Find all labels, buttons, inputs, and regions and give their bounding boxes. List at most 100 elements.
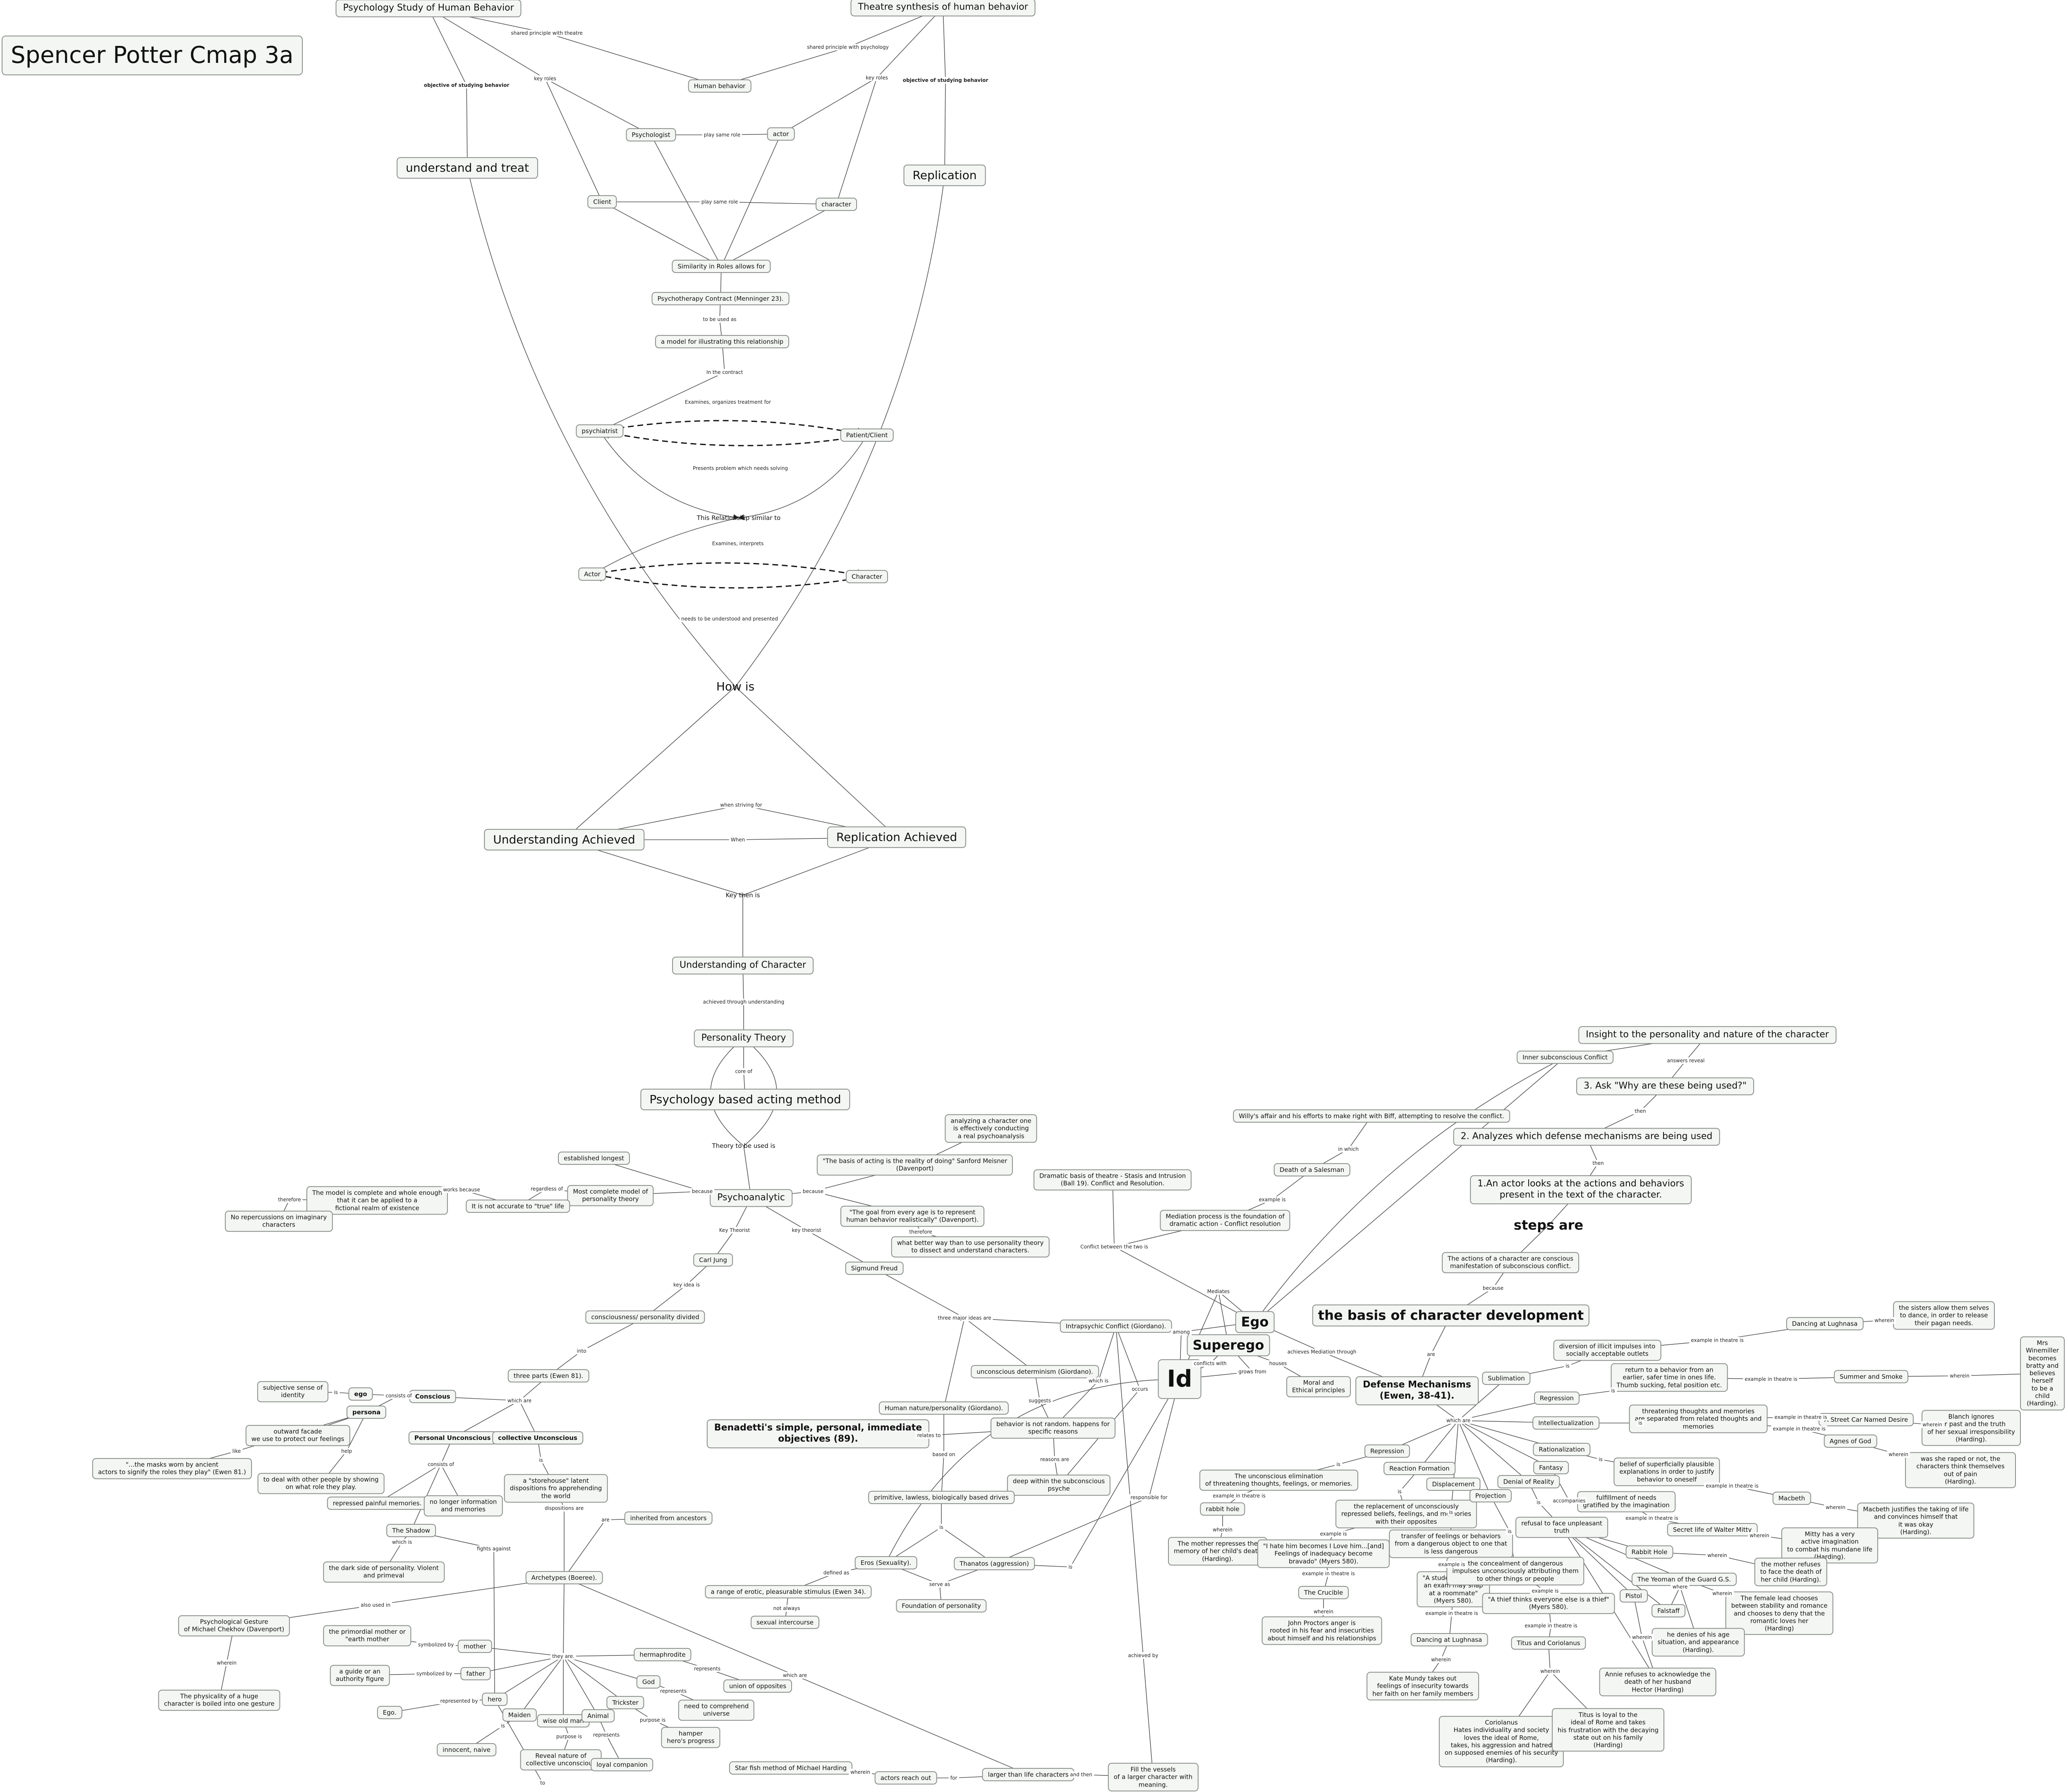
concept-replication[interactable]: Replication <box>903 164 986 187</box>
concept-intrapsychic[interactable]: Intrapsychic Conflict (Giordano). <box>1060 1319 1172 1333</box>
concept-key-then[interactable]: Key then is <box>725 891 760 899</box>
concept-erotic[interactable]: a range of erotic, pleasurable stimulus … <box>705 1585 872 1599</box>
concept-projection[interactable]: Projection <box>1469 1489 1512 1503</box>
concept-actions-char[interactable]: The actions of a character are conscious… <box>1442 1252 1579 1273</box>
concept-loyal[interactable]: loyal companion <box>591 1758 653 1772</box>
concept-ego-ex[interactable]: Ego. <box>377 1706 402 1720</box>
concept-blanch[interactable]: Blanch ignores her past and the truth of… <box>1921 1410 2021 1446</box>
concept-rabbit-hole2[interactable]: Rabbit Hole <box>1625 1545 1673 1559</box>
concept-reveal[interactable]: Reveal nature of collective unconscious <box>520 1749 602 1770</box>
concept-primordial[interactable]: the primordial mother or "earth mother <box>323 1625 412 1646</box>
concept-collective-unc[interactable]: collective Unconscious <box>492 1431 583 1445</box>
concept-titus[interactable]: Titus and Coriolanus <box>1511 1636 1586 1650</box>
concept-basis-acting[interactable]: "The basis of acting is the reality of d… <box>816 1154 1013 1176</box>
concept-transfer[interactable]: transfer of feelings or behaviors from a… <box>1389 1529 1513 1558</box>
concept-mother-represses[interactable]: The mother represses the memory of her c… <box>1168 1537 1267 1566</box>
concept-dark-side[interactable]: the dark side of personality. Violent an… <box>323 1561 445 1583</box>
concept-animal[interactable]: Animal <box>582 1709 615 1723</box>
concept-mother-refuses[interactable]: the mother refuses to face the death of … <box>1754 1557 1828 1586</box>
concept-guide[interactable]: a guide or an authority figure <box>330 1665 390 1686</box>
concept-actor2[interactable]: Actor <box>578 567 606 581</box>
concept-understand-treat[interactable]: understand and treat <box>397 157 538 179</box>
concept-insight[interactable]: Insight to the personality and nature of… <box>1578 1026 1836 1044</box>
concept-psychologist[interactable]: Psychologist <box>626 128 676 142</box>
concept-hermaphrodite[interactable]: hermaphrodite <box>634 1648 692 1662</box>
concept-subjective[interactable]: subjective sense of identity <box>257 1381 329 1402</box>
concept-annie[interactable]: Annie refuses to acknowledge the death o… <box>1599 1667 1716 1696</box>
concept-secret-life[interactable]: Secret life of Walter Mitty <box>1667 1523 1758 1537</box>
concept-moral[interactable]: Moral and Ethical principles <box>1286 1376 1351 1397</box>
concept-foundation[interactable]: Foundation of personality <box>896 1599 987 1613</box>
concept-psychoanalytic[interactable]: Psychoanalytic <box>710 1189 792 1207</box>
concept-goal-acting[interactable]: "The goal from every age is to represent… <box>840 1205 985 1227</box>
concept-hero[interactable]: hero <box>482 1692 507 1706</box>
concept-no-longer[interactable]: no longer information and memories <box>424 1495 503 1516</box>
concept-carl-jung[interactable]: Carl Jung <box>693 1253 733 1267</box>
concept-refusal[interactable]: refusal to face unpleasant truth <box>1515 1516 1608 1538</box>
concept-john-proctor[interactable]: John Proctors anger is rooted in his fea… <box>1261 1616 1382 1645</box>
concept-outward[interactable]: outward facade we use to protect our fee… <box>245 1425 350 1446</box>
concept-comprehend[interactable]: need to comprehend universe <box>678 1699 755 1721</box>
concept-threatening[interactable]: threatening thoughts and memories are se… <box>1629 1404 1768 1433</box>
concept-steps-are[interactable]: steps are <box>1513 1217 1584 1233</box>
concept-human-behavior[interactable]: Human behavior <box>688 79 752 93</box>
concept-larger[interactable]: larger than life characters <box>982 1768 1075 1782</box>
concept-summer-smoke[interactable]: Summer and Smoke <box>1833 1370 1909 1384</box>
concept-repression[interactable]: Repression <box>1364 1444 1410 1458</box>
concept-maiden[interactable]: Maiden <box>502 1708 537 1722</box>
concept-psych[interactable]: Psychology Study of Human Behavior <box>335 0 522 17</box>
concept-archetypes[interactable]: Archetypes (Boeree). <box>525 1571 603 1585</box>
concept-how-is[interactable]: How is <box>716 679 755 693</box>
concept-superego[interactable]: Superego <box>1187 1334 1270 1356</box>
concept-union[interactable]: union of opposites <box>723 1679 792 1693</box>
concept-intellectualization[interactable]: Intellectualization <box>1532 1416 1599 1430</box>
concept-defense[interactable]: Defense Mechanisms (Ewen, 38-41). <box>1355 1376 1479 1405</box>
concept-god[interactable]: God <box>636 1675 661 1689</box>
concept-pistol[interactable]: Pistol <box>1620 1589 1648 1603</box>
concept-coriolanus[interactable]: Coriolanus Hates individuality and socie… <box>1439 1716 1564 1767</box>
concept-shadow[interactable]: The Shadow <box>386 1524 436 1538</box>
concept-ego[interactable]: Ego <box>1235 1311 1275 1333</box>
concept-analyzing[interactable]: analyzing a character one is effectively… <box>945 1114 1037 1143</box>
concept-personality-theory[interactable]: Personality Theory <box>694 1029 794 1047</box>
concept-character2[interactable]: Character <box>845 570 888 584</box>
concept-understanding-char[interactable]: Understanding of Character <box>672 956 814 975</box>
concept-sisters[interactable]: the sisters allow them selves to dance, … <box>1893 1301 1995 1330</box>
concept-inherited[interactable]: inherited from ancestors <box>624 1511 713 1525</box>
concept-personal-unc[interactable]: Personal Unconscious <box>408 1431 497 1445</box>
concept-was-raped[interactable]: was she raped or not, the characters thi… <box>1905 1452 2016 1488</box>
concept-mrs-winemiller[interactable]: Mrs Winemiller becomes bratty and believ… <box>2020 1336 2065 1411</box>
concept-conscious-divided[interactable]: consciousness/ personality divided <box>585 1310 705 1324</box>
concept-step2[interactable]: 2. Analyzes which defense mechanisms are… <box>1453 1128 1720 1146</box>
concept-no-reper[interactable]: No repercussions on imaginary characters <box>225 1210 333 1232</box>
concept-falstaff[interactable]: Falstaff <box>1652 1604 1685 1618</box>
concept-sexual[interactable]: sexual intercourse <box>750 1615 820 1629</box>
concept-psych-based[interactable]: Psychology based acting method <box>640 1088 850 1111</box>
concept-established[interactable]: established longest <box>558 1151 630 1165</box>
concept-titus-loyal[interactable]: Titus is loyal to the ideal of Rome and … <box>1551 1708 1665 1752</box>
concept-fulfillment[interactable]: fulfillment of needs gratified by the im… <box>1577 1491 1675 1512</box>
concept-dancing-lugh1[interactable]: Dancing at Lughnasa <box>1786 1317 1864 1331</box>
concept-mediation[interactable]: Mediation process is the foundation of d… <box>1160 1210 1290 1231</box>
concept-psychiatrist[interactable]: psychiatrist <box>576 424 624 438</box>
concept-not-accurate[interactable]: It is not accurate to "true" life <box>466 1199 570 1213</box>
concept-return-to[interactable]: return to a behavior from an earlier, sa… <box>1611 1363 1728 1392</box>
concept-understanding[interactable]: Understanding Achieved <box>484 829 644 851</box>
concept-crucible[interactable]: The Crucible <box>1298 1586 1349 1600</box>
concept-rabbit-hole1[interactable]: rabbit hole <box>1200 1502 1245 1516</box>
concept-hate-him[interactable]: "I hate him becomes I Love him...[and] F… <box>1257 1539 1390 1568</box>
concept-patient[interactable]: Patient/Client <box>840 428 894 442</box>
concept-model[interactable]: a model for illustrating this relationsh… <box>655 335 790 349</box>
concept-unconscious-det[interactable]: unconscious determinism (Giordano). <box>971 1365 1099 1379</box>
concept-thief[interactable]: "A thief thinks everyone else is a thief… <box>1482 1593 1615 1614</box>
concept-unconscious-elim[interactable]: The unconscious elimination of threateni… <box>1199 1469 1359 1491</box>
concept-gesture[interactable]: Psychological Gesture of Michael Chekhov… <box>178 1615 290 1636</box>
concept-streetcar[interactable]: A Street Car Named Desire <box>1818 1413 1914 1427</box>
concept-not-random[interactable]: behavior is not random. happens for spec… <box>990 1417 1116 1439</box>
concept-masks[interactable]: "...the masks worn by ancient actors to … <box>92 1458 252 1479</box>
concept-what-better[interactable]: what better way than to use personality … <box>891 1236 1050 1258</box>
concept-dramatic[interactable]: Dramatic basis of theatre - Stasis and I… <box>1033 1169 1192 1191</box>
concept-actors-reach[interactable]: actors reach out <box>874 1771 937 1785</box>
concept-inner-conflict[interactable]: Inner subconscious Conflict <box>1517 1050 1613 1064</box>
concept-similar-to[interactable]: This Relationship similar to <box>697 514 781 522</box>
